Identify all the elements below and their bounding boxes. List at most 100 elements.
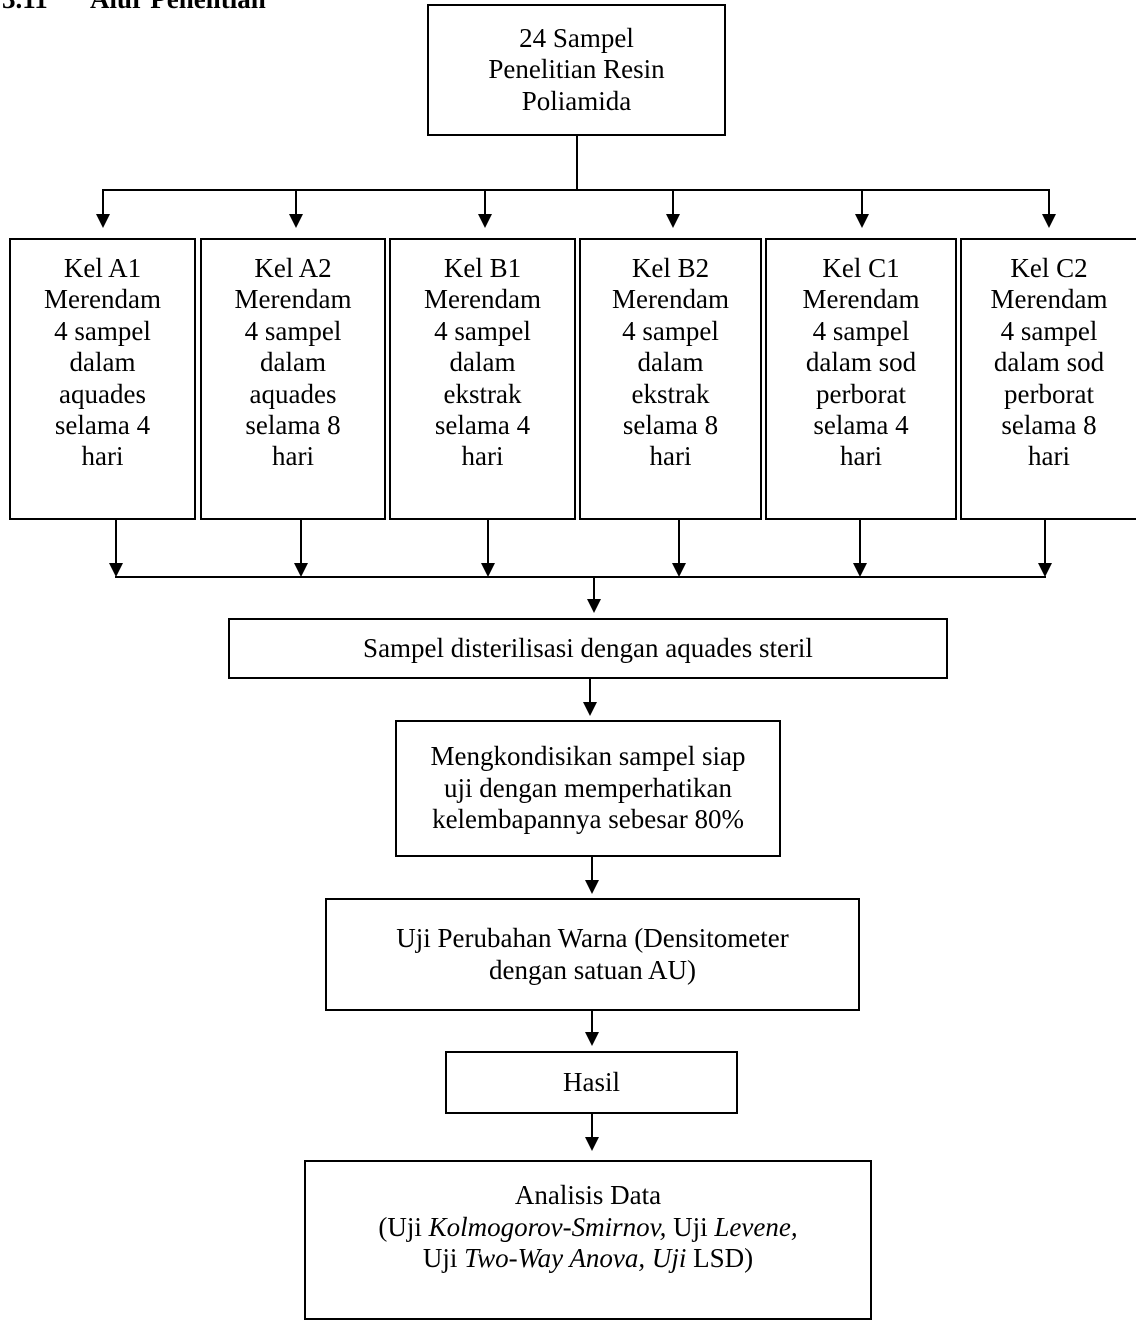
group-line: hari — [461, 441, 504, 472]
sample-box-line: 24 Sampel — [519, 22, 634, 53]
group-box-a2: Kel A2 Merendam 4 sampel dalam aquades s… — [200, 238, 386, 520]
sample-box-line: Penelitian Resin — [488, 54, 665, 85]
connector-line — [859, 520, 861, 564]
italic-run: Levene, — [714, 1211, 798, 1242]
connector-line — [484, 189, 486, 215]
analysis-line-3: Uji Two-Way Anova, Uji LSD) — [378, 1243, 797, 1275]
analysis-title: Analisis Data — [514, 1180, 662, 1210]
group-line: hari — [272, 441, 314, 472]
group-line: Merendam — [44, 284, 161, 315]
group-line: hari — [81, 441, 124, 472]
arrow-head — [855, 214, 869, 228]
group-line: Merendam — [612, 284, 729, 315]
connector-line — [861, 189, 863, 215]
group-box-c2: Kel C2 Merendam 4 sampel dalam sod perbo… — [960, 238, 1136, 520]
text-run: Uji — [422, 1243, 465, 1273]
group-name: Kel A1 — [63, 253, 142, 283]
group-line: selama 4 — [434, 410, 531, 441]
group-name: Kel B2 — [631, 253, 710, 283]
section-title: Alur Penelitian — [90, 0, 266, 14]
connector-line — [591, 1011, 593, 1033]
text-run: (Uji — [378, 1211, 429, 1242]
section-number: 3.11 — [2, 0, 90, 15]
group-line: selama 8 — [1001, 410, 1097, 441]
group-line: ekstrak — [443, 378, 522, 409]
group-line: aquades — [59, 378, 146, 409]
group-line: Merendam — [234, 284, 352, 315]
group-name: Kel C1 — [822, 253, 900, 283]
group-line: 4 sampel — [622, 315, 719, 346]
connector-line — [589, 679, 591, 703]
group-line: dalam sod — [805, 347, 917, 378]
connector-line — [115, 520, 117, 564]
condition-line: kelembapannya sebesar 80% — [432, 804, 744, 835]
arrow-head — [1038, 563, 1052, 577]
sterilize-box: Sampel disterilisasi dengan aquades ster… — [228, 618, 948, 679]
group-line: aquades — [249, 378, 337, 409]
condition-line: uji dengan memperhatikan — [444, 772, 732, 803]
group-box-c1: Kel C1 Merendam 4 sampel dalam sod perbo… — [765, 238, 957, 520]
condition-box: Mengkondisikan sampel siap uji dengan me… — [395, 720, 781, 857]
connector-line — [591, 1114, 593, 1138]
arrow-head — [666, 214, 680, 228]
text-run: Uji — [666, 1211, 715, 1242]
group-line: 4 sampel — [434, 315, 531, 346]
group-line: dalam — [637, 347, 704, 378]
connector-line — [678, 520, 680, 564]
connector-line — [593, 576, 595, 600]
group-line: dalam — [260, 347, 326, 378]
group-box-a1: Kel A1 Merendam 4 sampel dalam aquades s… — [9, 238, 196, 520]
group-box-b2: Kel B2 Merendam 4 sampel dalam ekstrak s… — [579, 238, 762, 520]
group-box-b1: Kel B1 Merendam 4 sampel dalam ekstrak s… — [389, 238, 576, 520]
group-line: dalam — [449, 347, 516, 378]
arrow-head — [289, 214, 303, 228]
connector-line — [300, 520, 302, 564]
arrow-head — [587, 599, 601, 613]
connector-line — [102, 189, 1050, 191]
color-test-line: Uji Perubahan Warna (Densitometer — [396, 923, 789, 953]
group-name: Kel A2 — [254, 253, 332, 283]
arrow-head — [585, 880, 599, 894]
connector-line — [102, 189, 104, 215]
condition-line: Mengkondisikan sampel siap — [430, 741, 746, 772]
arrow-head — [853, 563, 867, 577]
connector-line — [1048, 189, 1050, 215]
connector-line — [1044, 520, 1046, 564]
sterilize-text: Sampel disterilisasi dengan aquades ster… — [363, 632, 813, 663]
italic-run: Kolmogorov-Smirnov, — [428, 1211, 667, 1242]
arrow-head — [294, 563, 308, 577]
group-line: 4 sampel — [812, 315, 910, 346]
group-line: selama 8 — [622, 410, 719, 441]
analysis-box: Analisis Data (Uji Kolmogorov-Smirnov, U… — [304, 1160, 872, 1320]
color-test-line: dengan satuan AU) — [489, 954, 696, 985]
connector-line — [295, 189, 297, 215]
group-line: 4 sampel — [54, 315, 151, 346]
group-line: selama 4 — [813, 410, 909, 441]
group-line: perborat — [1004, 378, 1094, 409]
group-line: 4 sampel — [244, 315, 342, 346]
group-line: Merendam — [424, 284, 541, 315]
group-name: Kel C2 — [1010, 253, 1088, 283]
color-test-box: Uji Perubahan Warna (Densitometer dengan… — [325, 898, 860, 1011]
sample-box: 24 Sampel Penelitian Resin Poliamida — [427, 4, 726, 136]
connector-line — [591, 857, 593, 881]
group-line: 4 sampel — [1000, 315, 1098, 346]
group-line: Merendam — [990, 284, 1108, 315]
section-heading: 3.11Alur Penelitian — [2, 0, 266, 15]
group-line: hari — [1028, 441, 1070, 472]
group-line: dalam sod — [993, 347, 1105, 378]
arrow-head — [585, 1032, 599, 1046]
sample-box-line: Poliamida — [521, 85, 632, 116]
arrow-head — [1042, 214, 1056, 228]
group-line: ekstrak — [631, 378, 710, 409]
arrow-head — [96, 214, 110, 228]
arrow-head — [672, 563, 686, 577]
connector-line — [672, 189, 674, 215]
connector-line — [115, 576, 1046, 578]
arrow-head — [583, 702, 597, 716]
arrow-head — [109, 563, 123, 577]
connector-line — [487, 520, 489, 564]
group-line: perborat — [816, 378, 906, 409]
arrow-head — [481, 563, 495, 577]
